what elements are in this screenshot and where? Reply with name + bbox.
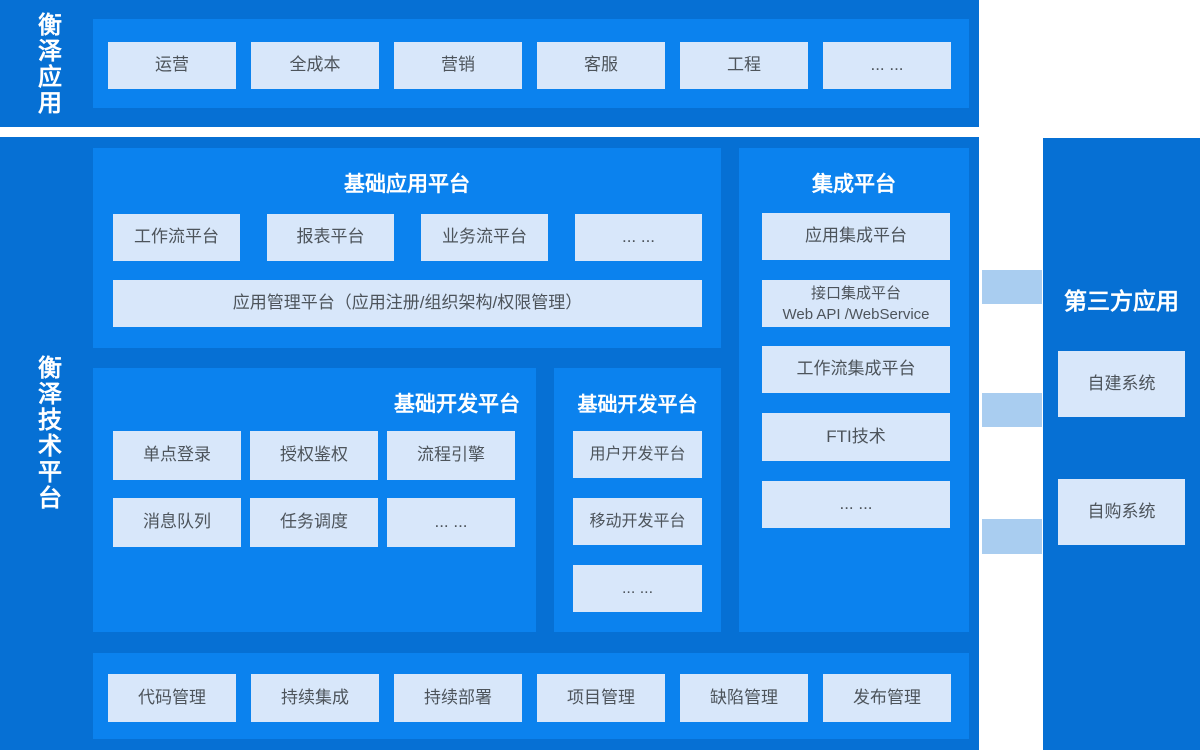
diagram-node: 用户开发平台 (573, 431, 702, 478)
dev-platform-left-title: 基础开发平台 (394, 393, 520, 416)
diagram-node: 报表平台 (267, 214, 394, 261)
app-platform-title: 基础应用平台 (344, 173, 470, 196)
diagram-node-wide: 应用管理平台（应用注册/组织架构/权限管理） (113, 280, 702, 327)
diagram-node: 营销 (394, 42, 522, 89)
hengze-tech-band: 衡泽技术平台 基础应用平台 工作流平台 报表平台 业务流平台 ... ... 应… (0, 137, 979, 750)
diagram-node: 持续集成 (251, 674, 379, 722)
diagram-node: 自购系统 (1058, 479, 1185, 545)
diagram-node: ... ... (387, 498, 515, 547)
diagram-node: 代码管理 (108, 674, 236, 722)
diagram-node: 运营 (108, 42, 236, 89)
diagram-node: ... ... (575, 214, 702, 261)
integration-panel: 集成平台 应用集成平台 接口集成平台 Web API /WebService 工… (739, 148, 969, 632)
diagram-node: 应用集成平台 (762, 213, 950, 260)
node-line-1: 接口集成平台 (810, 284, 901, 302)
hengze-apps-label-wrap: 衡泽应用 (0, 0, 93, 127)
diagram-node: 项目管理 (537, 674, 665, 722)
diagram-node: ... ... (573, 565, 702, 612)
integration-title: 集成平台 (812, 173, 896, 196)
diagram-node: ... ... (762, 481, 950, 528)
diagram-node: 全成本 (251, 42, 379, 89)
diagram-node: 自建系统 (1058, 351, 1185, 417)
node-line-2: Web API /WebService (782, 305, 930, 323)
diagram-node: 消息队列 (113, 498, 241, 547)
hengze-apps-band: 衡泽应用 运营 全成本 营销 客服 工程 ... ... (0, 0, 979, 127)
diagram-node: 任务调度 (250, 498, 378, 547)
diagram-node: 授权鉴权 (250, 431, 378, 480)
diagram-node: 缺陷管理 (680, 674, 808, 722)
diagram-node: 业务流平台 (421, 214, 548, 261)
diagram-node: 工程 (680, 42, 808, 89)
diagram-node: ... ... (823, 42, 951, 89)
apps-panel: 运营 全成本 营销 客服 工程 ... ... (93, 19, 969, 108)
diagram-node: 持续部署 (394, 674, 522, 722)
diagram-node: 单点登录 (113, 431, 241, 480)
diagram-node: 工作流集成平台 (762, 346, 950, 393)
third-party-band: 第三方应用 自建系统 自购系统 (1043, 138, 1200, 750)
app-platform-panel: 基础应用平台 工作流平台 报表平台 业务流平台 ... ... 应用管理平台（应… (93, 148, 721, 348)
dev-platform-mid-panel: 基础开发平台 用户开发平台 移动开发平台 ... ... (554, 368, 721, 632)
hengze-tech-label: 衡泽技术平台 (33, 355, 61, 511)
diagram-node: 接口集成平台 Web API /WebService (762, 280, 950, 327)
diagram-node: 客服 (537, 42, 665, 89)
connector-bar (982, 393, 1042, 427)
dev-platform-left-panel: 基础开发平台 单点登录 授权鉴权 流程引擎 消息队列 任务调度 ... ... (93, 368, 536, 632)
devops-panel: 代码管理 持续集成 持续部署 项目管理 缺陷管理 发布管理 (93, 653, 969, 739)
diagram-node: 流程引擎 (387, 431, 515, 480)
diagram-node: 移动开发平台 (573, 498, 702, 545)
third-party-title: 第三方应用 (1064, 288, 1179, 314)
diagram-node: FTI技术 (762, 413, 950, 461)
diagram-node: 工作流平台 (113, 214, 240, 261)
connector-bar (982, 270, 1042, 304)
connector-bar (982, 519, 1042, 554)
hengze-apps-label: 衡泽应用 (33, 11, 61, 116)
dev-platform-mid-title: 基础开发平台 (577, 394, 698, 416)
hengze-tech-label-wrap: 衡泽技术平台 (0, 355, 93, 635)
diagram-node: 发布管理 (823, 674, 951, 722)
